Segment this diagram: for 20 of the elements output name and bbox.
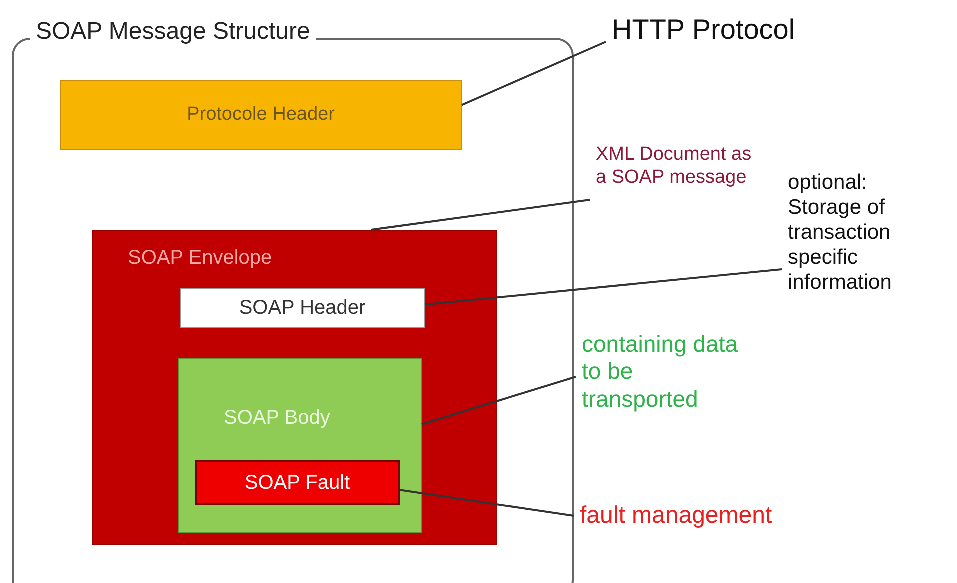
box-label: SOAP Fault xyxy=(244,470,350,494)
body-box xyxy=(178,358,422,533)
header-box xyxy=(180,288,425,328)
box-label: Protocole Header xyxy=(187,104,335,126)
leader-line xyxy=(371,199,590,231)
fault-box xyxy=(195,460,400,505)
box-label: SOAP Header xyxy=(239,296,366,320)
annotation-text: XML Document as a SOAP message xyxy=(596,144,753,190)
annotation-text: HTTP Protocol xyxy=(612,13,796,47)
leader-line xyxy=(422,376,576,426)
leader-line xyxy=(424,268,782,306)
annotation-text: optional: Storage of transaction specific information xyxy=(788,170,893,296)
header-box xyxy=(60,80,462,150)
box-label: SOAP Envelope xyxy=(128,246,272,270)
leader-line xyxy=(400,489,574,517)
leader-line xyxy=(462,41,606,106)
annotation-text: fault management xyxy=(580,502,772,530)
envelope-box xyxy=(92,230,497,545)
box-label: SOAP Body xyxy=(224,406,330,430)
annotation-text: containing data to be transported xyxy=(582,330,740,414)
